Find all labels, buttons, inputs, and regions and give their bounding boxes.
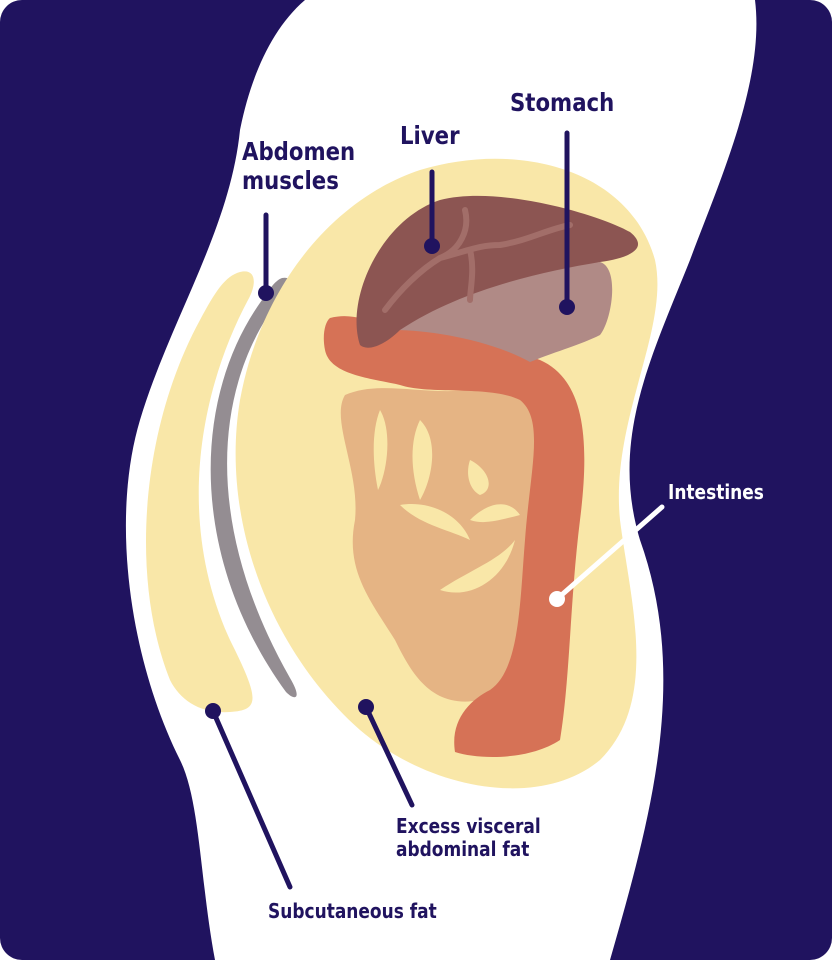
label-stomach: Stomach bbox=[510, 88, 615, 117]
label-abdomen-muscles: Abdomen muscles bbox=[242, 137, 356, 196]
label-line: abdominal fat bbox=[396, 837, 530, 861]
label-visceral-fat: Excess visceral abdominal fat bbox=[396, 815, 541, 861]
leader-lines bbox=[210, 130, 665, 890]
label-dots bbox=[205, 238, 575, 719]
small-intestine bbox=[340, 377, 572, 702]
label-line: Excess visceral bbox=[396, 814, 541, 838]
label-line: Abdomen bbox=[242, 137, 356, 166]
label-intestines: Intestines bbox=[668, 480, 764, 504]
stomach bbox=[395, 262, 613, 362]
liver-veins bbox=[382, 207, 573, 313]
label-liver: Liver bbox=[400, 121, 460, 150]
label-subcutaneous-fat: Subcutaneous fat bbox=[268, 899, 437, 923]
label-line: muscles bbox=[242, 165, 339, 195]
large-intestine bbox=[323, 316, 585, 757]
abdomen-muscle bbox=[210, 277, 297, 698]
subcutaneous-fat bbox=[146, 271, 254, 713]
